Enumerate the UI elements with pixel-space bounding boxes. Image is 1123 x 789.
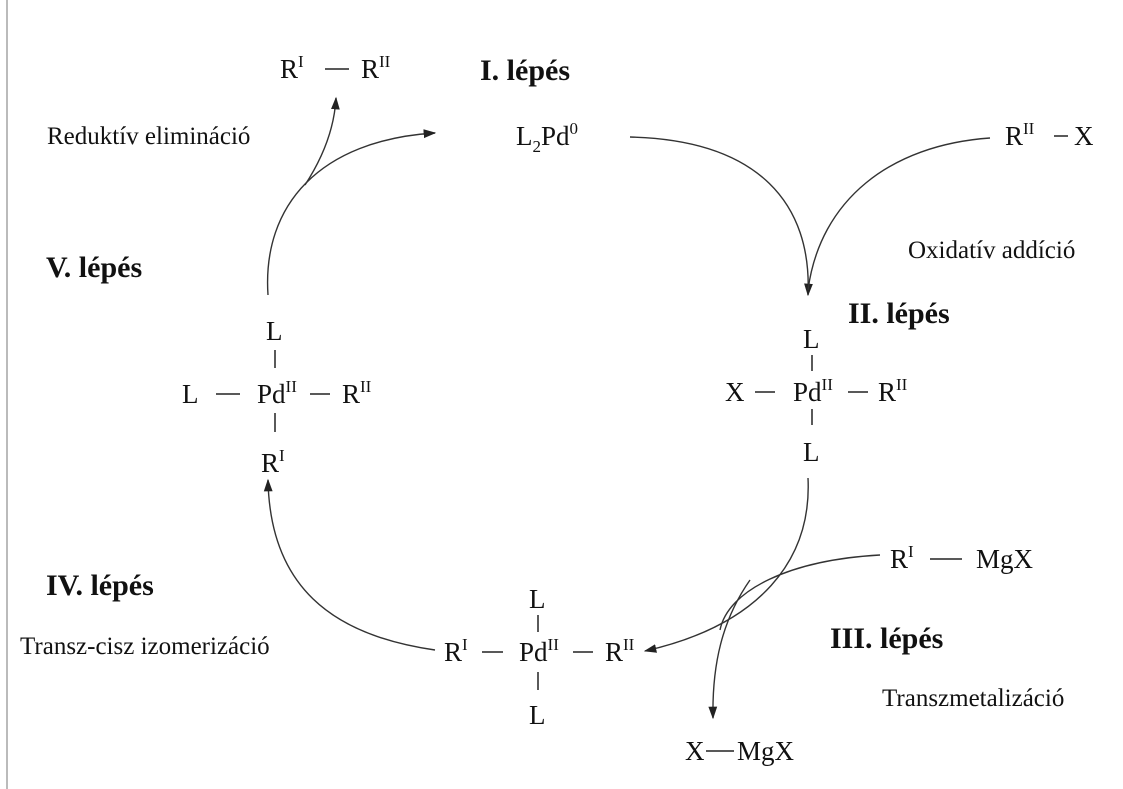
- svg-text:L: L: [803, 324, 820, 354]
- svg-text:RII: RII: [1005, 119, 1035, 151]
- oxidative-addition-label: Oxidatív addíció: [908, 237, 1075, 264]
- cis-complex: L L PdII RII RI: [182, 316, 372, 478]
- arrow-product-out: [304, 96, 340, 186]
- step-3-title: III. lépés: [830, 622, 943, 655]
- arrow-rx-in: [807, 137, 991, 291]
- svg-text:L: L: [182, 379, 199, 409]
- svg-text:L: L: [529, 700, 546, 730]
- arrow-grignard-in: [719, 554, 881, 631]
- svg-text:X: X: [1074, 121, 1094, 151]
- svg-text:RII: RII: [878, 375, 908, 407]
- step-2-title: II. lépés: [848, 297, 950, 330]
- svg-text:RII: RII: [342, 377, 372, 409]
- arrow-mgx-out: [708, 579, 751, 720]
- coupled-product: RI RII: [280, 52, 391, 84]
- svg-text:RI: RI: [261, 446, 285, 478]
- svg-text:X: X: [685, 736, 705, 766]
- catalyst-l2pd0: L2Pd0: [516, 119, 578, 156]
- svg-text:L: L: [803, 437, 820, 467]
- arrow-cis-to-pd0: [266, 129, 437, 296]
- svg-text:MgX: MgX: [737, 736, 795, 766]
- svg-text:RI: RI: [890, 542, 914, 574]
- svg-text:MgX: MgX: [976, 544, 1034, 574]
- svg-text:L: L: [266, 316, 283, 346]
- transmetalation-label: Transzmetalizáció: [882, 685, 1064, 712]
- svg-text:L: L: [529, 584, 546, 614]
- svg-text:PdII: PdII: [793, 375, 833, 407]
- grignard-reagent: RI MgX: [890, 542, 1034, 574]
- svg-text:PdII: PdII: [519, 635, 559, 667]
- arrow-pd2-to-trans: [643, 477, 809, 653]
- svg-text:PdII: PdII: [257, 377, 297, 409]
- reductive-elimination-label: Reduktív elimináció: [47, 123, 250, 150]
- svg-text:RI: RI: [280, 52, 304, 84]
- trans-cis-isomerization-label: Transz-cisz izomerizáció: [20, 633, 270, 660]
- step-5-title: V. lépés: [46, 251, 142, 284]
- trans-complex: L RI PdII RII L: [444, 584, 635, 730]
- svg-text:RI: RI: [444, 635, 468, 667]
- aryl-halide-reagent: RII X: [1005, 119, 1094, 151]
- svg-text:RII: RII: [605, 635, 635, 667]
- arrow-trans-to-cis: [263, 478, 436, 651]
- svg-text:RII: RII: [361, 52, 391, 84]
- magnesium-halide-byproduct: X MgX: [685, 736, 795, 766]
- step-4-title: IV. lépés: [46, 569, 154, 602]
- svg-text:X: X: [725, 377, 745, 407]
- oxidative-addition-complex: L X PdII RII L: [725, 324, 908, 467]
- step-1-title: I. lépés: [480, 54, 570, 87]
- arrow-pd0-to-pd2: [629, 136, 813, 297]
